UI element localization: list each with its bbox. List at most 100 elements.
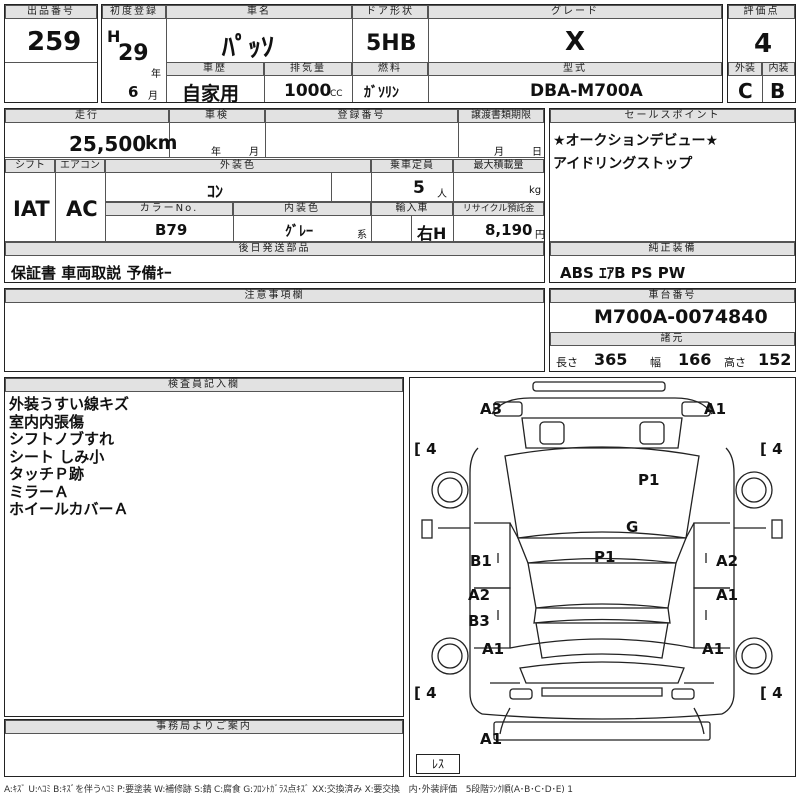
score: 4 (754, 29, 773, 59)
mark-p1-hood: P1 (638, 471, 660, 489)
equipment: ABS ｴｱB PS PW (560, 264, 686, 282)
inspection-year-unit: 年 (211, 147, 221, 158)
model-code-label: 型式 (428, 62, 722, 76)
interior-color: ｸﾞﾚｰ (285, 224, 313, 240)
fuel: ｶﾞｿﾘﾝ (364, 85, 399, 101)
fuel-label: 燃料 (352, 62, 428, 76)
width: 166 (678, 350, 712, 369)
displacement-unit: CC (330, 89, 343, 99)
inspection-month-unit: 月 (249, 147, 259, 158)
car-name: ﾊﾟｯｿ (222, 33, 275, 63)
transfer-label: 譲渡書類期限 (458, 109, 544, 123)
mileage-label: 走行 (5, 109, 169, 123)
import-label: 輸入車 (371, 202, 453, 216)
transfer-day-unit: 日 (532, 147, 542, 158)
inspector-note-4: シート しみ小 (9, 447, 105, 466)
lot-number-label: 出品番号 (5, 5, 97, 19)
lot-number-cell: 出品番号 259 (4, 4, 98, 103)
recycle-fee: 8,190 (485, 221, 533, 239)
capacity-unit: 人 (437, 189, 447, 200)
notes-label: 注意事項欄 (5, 289, 544, 303)
year: 29 (118, 41, 149, 66)
car-name-label: 車名 (166, 5, 352, 19)
chassis-label: 車台番号 (550, 289, 795, 303)
door-type: 5HB (366, 31, 417, 56)
mark-a1-rear-right: A1 (702, 640, 725, 658)
shift: IAT (13, 197, 50, 221)
mark-b3-left: B3 (468, 612, 490, 630)
res-box: ﾚｽ (416, 754, 460, 774)
chassis-box: 車台番号 M700A-0074840 諸元 長さ 365 幅 166 高さ 15… (549, 288, 796, 372)
interior-color-unit: 系 (357, 230, 367, 241)
door-label: ドア形状 (352, 5, 428, 19)
exterior-label: 外装 (728, 62, 762, 76)
registration-label: 登録番号 (265, 109, 458, 123)
era: H (107, 27, 121, 46)
exterior-color-label: 外装色 (105, 159, 371, 173)
recycle-label: リサイクル預託金 (453, 202, 544, 216)
inspector-note-7: ホイールカバーＡ (9, 500, 129, 518)
mark-a1-right-door: A1 (716, 586, 739, 604)
month-unit: 月 (148, 91, 158, 102)
sales-point-2: アイドリングストップ (553, 156, 693, 172)
capacity: 5 (413, 178, 425, 198)
exterior-color: ｺﾝ (207, 182, 224, 201)
shift-label: シフト (5, 159, 55, 173)
tire-fr-score: [ 4 (760, 440, 783, 458)
ac-label: エアコン (55, 159, 105, 173)
transfer-month-unit: 月 (494, 147, 504, 158)
width-label: 幅 (650, 356, 661, 369)
car-outline-diagram (421, 381, 783, 741)
inspector-note-3: シフトノブすれ (9, 430, 115, 448)
office-label: 事務局よりご案内 (5, 720, 403, 734)
mark-a1-rear-left: A1 (482, 640, 505, 658)
dimensions-label: 諸元 (550, 332, 795, 346)
tire-rl-score: [ 4 (414, 684, 437, 702)
chassis-number: M700A-0074840 (594, 306, 768, 328)
inspector-note-5: タッチＰ跡 (9, 465, 85, 483)
interior-label: 内装 (762, 62, 795, 76)
history: 自家用 (182, 83, 240, 105)
tire-rr-score: [ 4 (760, 684, 783, 702)
office-box: 事務局よりご案内 (4, 719, 404, 777)
model-code: DBA-M700A (530, 81, 643, 101)
grade: X (565, 27, 586, 57)
sales-point-1: ★オークションデビュー★ (553, 133, 719, 149)
interior-score: B (770, 79, 786, 103)
height: 152 (758, 350, 792, 369)
spec-block: 走行 車検 登録番号 譲渡書類期限 25,500 km 年 月 月 日 シフト … (4, 108, 545, 283)
inspector-label: 検査員記入欄 (5, 378, 403, 392)
damage-diagram: [ 4 [ 4 [ 4 [ 4 A3 A1 P1 G P1 B1 A2 A2 A… (409, 377, 796, 777)
ac: AC (66, 197, 98, 221)
color-no: B79 (155, 221, 188, 239)
mark-a1-front-right: A1 (704, 400, 727, 418)
mark-a1-bottom: A1 (480, 730, 503, 748)
inspection-label: 車検 (169, 109, 265, 123)
month: 6 (128, 83, 139, 101)
history-label: 車歴 (166, 62, 264, 76)
max-load-label: 最大積載量 (453, 159, 544, 173)
capacity-label: 乗車定員 (371, 159, 453, 173)
equipment-label: 純正装備 (550, 242, 795, 256)
notes-box: 注意事項欄 (4, 288, 545, 372)
res-label: ﾚｽ (431, 757, 444, 771)
length: 365 (594, 350, 628, 369)
legend: A:ｷｽﾞ U:ﾍｺﾐ B:ｷｽﾞを伴うﾍｺﾐ P:要塗装 W:補修跡 S:錆 … (4, 785, 573, 795)
grade-label: グレード (428, 5, 722, 19)
inspector-box: 検査員記入欄 外装うすい線キズ 室内内張傷 シフトノブすれ シート しみ小 タッ… (4, 377, 404, 717)
height-label: 高さ (724, 356, 746, 369)
mark-a2-left: A2 (468, 586, 491, 604)
recycle-unit: 円 (535, 230, 545, 241)
max-load-unit: kg (529, 185, 542, 196)
length-label: 長さ (556, 356, 578, 369)
interior-color-label: 内装色 (233, 202, 371, 216)
inspector-note-1: 外装うすい線キズ (9, 395, 130, 413)
exterior-score: C (738, 79, 753, 103)
inspector-note-6: ミラーＡ (9, 482, 70, 501)
sales-points-label: セールスポイント (550, 109, 795, 123)
mark-a2-right: A2 (716, 552, 739, 570)
score-label: 評価点 (728, 5, 795, 19)
handle: 右H (417, 224, 447, 243)
tire-fl-score: [ 4 (414, 440, 437, 458)
mark-g-windshield: G (626, 518, 639, 536)
